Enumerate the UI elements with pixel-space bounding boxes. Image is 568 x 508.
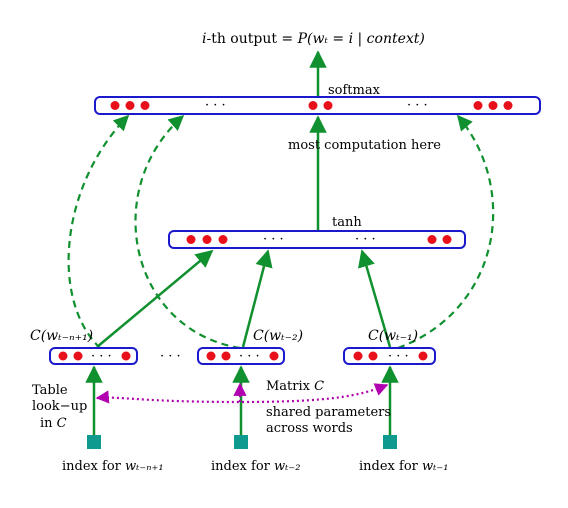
embedding-2-box (197, 347, 285, 365)
softmax-ellipsis-left: · · · (205, 98, 226, 113)
embedding-3: C(wₜ₋₁) · · · (343, 328, 436, 365)
index-label-1-text: index for (62, 459, 125, 474)
matrix-label-text: Matrix (266, 379, 314, 394)
softmax-neuron (125, 101, 135, 110)
softmax-neuron (488, 101, 498, 110)
tanh-neuron (186, 235, 196, 244)
index-label-2: index for wₜ₋₂ (211, 459, 300, 474)
embedding-1: C(wₜ₋ₙ₊₁) · · · (30, 328, 138, 365)
index-box-2 (234, 435, 248, 449)
softmax-neuron (308, 101, 318, 110)
embedding-neuron (58, 351, 68, 361)
computation-label: most computation here (288, 138, 441, 153)
embedding-neuron (121, 351, 131, 361)
shared-parameters-line1: shared parameters (266, 405, 391, 420)
embedding-1-label: C(wₜ₋ₙ₊₁) (30, 328, 93, 344)
output-title-prefix: i (202, 31, 206, 47)
embedding-neuron (418, 351, 428, 361)
skip-connection-2 (134, 114, 241, 350)
softmax-neuron (323, 101, 333, 110)
tanh-ellipsis-left: · · · (263, 232, 284, 247)
softmax-label: softmax (328, 83, 381, 98)
index-box-3 (383, 435, 397, 449)
index-box-1 (87, 435, 101, 449)
tanh-neurons (186, 235, 452, 244)
softmax-neuron (503, 101, 513, 110)
embedding-2: C(wₜ₋₂) · · · (197, 328, 303, 365)
embed2-to-tanh-arrow (241, 249, 273, 348)
output-title: i-th output = P(wₜ = i | context) (202, 31, 425, 47)
embedding-neuron (221, 351, 231, 361)
table-lookup-line3: in (40, 416, 57, 431)
embedding-3-label: C(wₜ₋₁) (368, 328, 418, 344)
index-label-1-var: wₜ₋ₙ₊₁ (125, 459, 164, 474)
softmax-neuron (140, 101, 150, 110)
embed3-to-tanh-arrow (358, 249, 392, 348)
tanh-ellipsis-right: · · · (355, 232, 376, 247)
index-label-2-text: index for (211, 459, 274, 474)
skip-connection-3 (397, 114, 495, 350)
softmax-neuron (110, 101, 120, 110)
shared-parameters-label: shared parameters across words (266, 405, 395, 436)
skip-connection-1 (67, 114, 130, 349)
embedding-1-box (49, 347, 138, 365)
embed1-to-tanh-arrow (96, 249, 214, 348)
softmax-neurons (110, 101, 513, 110)
table-lookup-label: Table look−up in C (32, 383, 91, 431)
output-title-formula: P(wₜ = i | context) (297, 31, 425, 47)
table-lookup-var: C (57, 416, 67, 431)
table-lookup-line2: look−up (32, 399, 87, 414)
index-label-3: index for wₜ₋₁ (359, 459, 448, 474)
matrix-label-var: C (314, 379, 324, 394)
index-label-2-var: wₜ₋₂ (274, 459, 300, 474)
embedding-neuron (206, 351, 216, 361)
index-label-3-var: wₜ₋₁ (422, 459, 448, 474)
tanh-neuron (218, 235, 228, 244)
embedding-2-ellipsis: · · · (239, 349, 260, 364)
tanh-neuron (427, 235, 437, 244)
table-lookup-line1: Table (32, 383, 68, 398)
index-label-1: index for wₜ₋ₙ₊₁ (62, 459, 164, 474)
index-label-3-text: index for (359, 459, 422, 474)
output-title-suffix: -th output = (206, 31, 297, 47)
embedding-neuron (353, 351, 363, 361)
embedding-3-ellipsis: · · · (388, 349, 409, 364)
tanh-neuron (202, 235, 212, 244)
tanh-layer (168, 230, 466, 249)
shared-parameters-line2: across words (266, 421, 353, 436)
softmax-ellipsis-right: · · · (407, 98, 428, 113)
embedding-neuron (269, 351, 279, 361)
embeddings-gap-ellipsis: · · · (160, 349, 181, 364)
tanh-neuron (442, 235, 452, 244)
matrix-label: Matrix C (266, 379, 324, 394)
embedding-neuron (73, 351, 83, 361)
embedding-1-ellipsis: · · · (91, 349, 112, 364)
embedding-2-label: C(wₜ₋₂) (253, 328, 303, 344)
embedding-neuron (368, 351, 378, 361)
softmax-neuron (473, 101, 483, 110)
tanh-label: tanh (332, 215, 362, 230)
embedding-3-box (343, 347, 436, 365)
